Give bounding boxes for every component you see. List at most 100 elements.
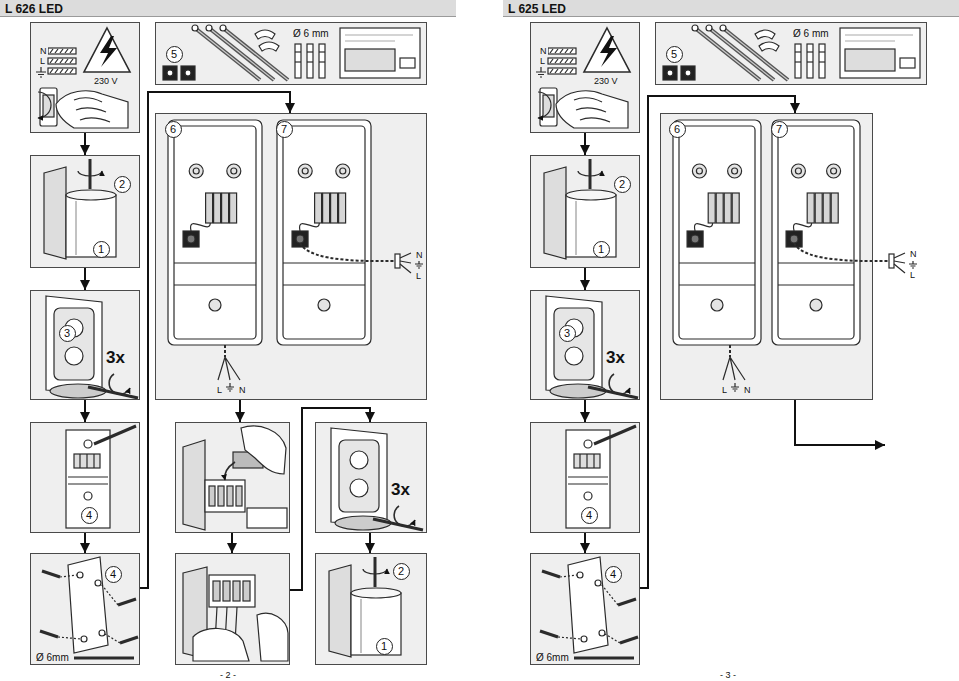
step-panel: 4: [30, 422, 140, 533]
panel-ground: [30, 422, 140, 533]
terminal-label: L: [909, 271, 916, 280]
screw-head: [192, 25, 198, 31]
dowel-rib: [795, 61, 801, 62]
dowel-rib: [307, 61, 313, 62]
guide-line: [558, 637, 581, 639]
drilling-template: [340, 28, 420, 78]
turn-arrow: [109, 374, 130, 394]
finger-line: [74, 98, 110, 122]
guide-line: [101, 584, 118, 605]
dowel-rib: [295, 51, 301, 52]
terminal: [831, 193, 838, 223]
lamp-housing: [183, 440, 205, 530]
plate-line: [174, 284, 256, 285]
cable-gland: [183, 231, 199, 247]
plug-hole: [667, 70, 673, 76]
callout-number: 1: [93, 241, 110, 258]
step-panel: [175, 553, 290, 665]
wire-stripe: [48, 58, 76, 64]
supply-wire: [723, 357, 745, 380]
terminal: [209, 486, 215, 506]
screw-head: [220, 25, 226, 31]
panel-illustration: [163, 25, 420, 80]
sensor-window: [339, 440, 379, 512]
stripe-hatch: [70, 49, 73, 53]
sensor-lens: [350, 451, 368, 469]
wall-dowel: [542, 571, 560, 577]
panel-illustration: [36, 28, 130, 128]
panel-grounds: [30, 22, 927, 665]
flow-arrow: [640, 96, 795, 588]
lamp-cylinder: [66, 195, 116, 257]
header-title: L 626 LED: [5, 3, 63, 15]
wire: [793, 223, 811, 231]
screw-head: [206, 25, 212, 31]
terminal-block: [209, 575, 255, 607]
template-figure: [345, 49, 395, 71]
plate-rim: [283, 126, 365, 339]
terminal-label: N: [238, 386, 247, 395]
wire-stripe: [48, 48, 76, 54]
screw-head: [340, 168, 346, 174]
sensor-lens: [65, 347, 83, 365]
plate-line: [679, 262, 755, 263]
lightning-bolt: [100, 36, 117, 67]
panel-ground: [155, 22, 427, 85]
dowel-rib: [295, 61, 301, 62]
screw-head: [831, 168, 837, 174]
wire-stripe: [48, 68, 76, 74]
screw-thread: [209, 28, 274, 80]
plate-line: [68, 476, 108, 477]
panel-illustration: [566, 426, 636, 528]
lamp-housing: [544, 167, 566, 259]
dowel: [819, 44, 825, 78]
drill-hole: [599, 630, 605, 636]
wall-plug: [181, 66, 195, 80]
header-bar: L 626 LED: [0, 0, 456, 17]
sensor-plate: [331, 428, 387, 526]
drill-hole: [99, 630, 105, 636]
turn-count: 3x: [390, 481, 411, 498]
panel-ground: [175, 553, 290, 665]
lamp-top: [566, 190, 616, 200]
step-panel: 4Ø 6mm: [30, 553, 140, 665]
stripe-hatch: [50, 59, 53, 63]
lamp-base: [50, 384, 106, 398]
screw-hole: [189, 164, 203, 178]
panel-ground: [30, 22, 140, 133]
screw-hole: [84, 492, 92, 500]
fuse-switch: [540, 88, 557, 126]
flow-arrow: [84, 533, 86, 553]
screw-hole: [791, 164, 805, 178]
terminal: [708, 193, 715, 223]
stripe-hatch: [60, 69, 63, 73]
screw-thread: [723, 28, 788, 80]
step-panel: 5Ø 6 mm: [655, 22, 927, 85]
terminal: [213, 581, 220, 601]
screw-hole: [336, 164, 350, 178]
terminal-label: N: [909, 250, 918, 259]
drill-hole: [81, 636, 87, 642]
panel-ground: [660, 113, 873, 400]
wire: [694, 223, 712, 231]
wire-stripe: [548, 48, 576, 54]
screw-hole: [298, 164, 312, 178]
lamp-housing: [329, 565, 351, 657]
drill-hole: [577, 572, 583, 578]
step-panel: NL230 V: [30, 22, 140, 133]
terminal-label: N: [539, 47, 548, 56]
screw-thread: [195, 28, 260, 80]
screw-head: [692, 25, 698, 31]
plate-line: [778, 262, 854, 263]
wall-plug: [163, 66, 177, 80]
plate-rim: [174, 126, 256, 339]
ground-symbol: [536, 67, 546, 77]
step-panel: 4: [530, 422, 640, 533]
terminal: [323, 193, 330, 223]
lamp-cylinder: [566, 195, 616, 257]
flow-arrow: [84, 133, 86, 155]
flow-arrow: [231, 533, 233, 553]
plate-line: [778, 284, 854, 285]
continue-arrow: [795, 400, 885, 445]
